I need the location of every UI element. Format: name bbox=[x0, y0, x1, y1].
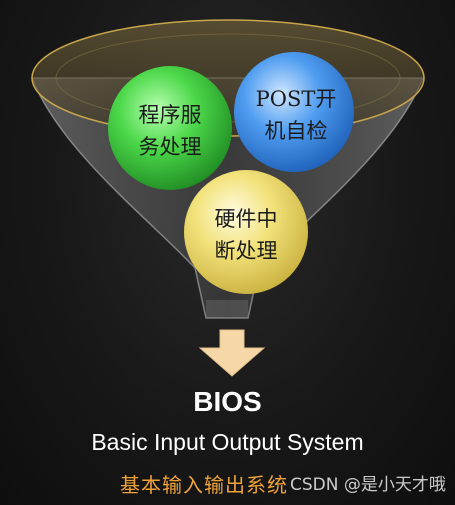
ball-program-service-line1: 程序服 bbox=[139, 103, 202, 127]
bios-chinese-name: 基本输入输出系统 bbox=[120, 473, 288, 497]
csdn-watermark: CSDN @是小天才哦 bbox=[290, 475, 446, 495]
bios-full-name: Basic Input Output System bbox=[91, 429, 364, 455]
ball-post-selftest-line2: 机自检 bbox=[265, 119, 328, 143]
bios-title: BIOS bbox=[193, 386, 262, 417]
ball-hardware-interrupt-line2: 断处理 bbox=[215, 239, 278, 263]
ball-hardware-interrupt-line1: 硬件中 bbox=[215, 207, 278, 231]
ball-program-service-line2: 务处理 bbox=[139, 135, 202, 159]
ball-hardware-interrupt bbox=[184, 170, 308, 294]
ball-post-selftest bbox=[234, 52, 354, 172]
ball-post-selftest-line1: POST开 bbox=[256, 87, 337, 111]
ball-program-service bbox=[108, 66, 232, 190]
funnel-diagram: 程序服 务处理 POST开 机自检 硬件中 断处理 bbox=[30, 19, 425, 377]
down-arrow-icon bbox=[198, 329, 266, 377]
